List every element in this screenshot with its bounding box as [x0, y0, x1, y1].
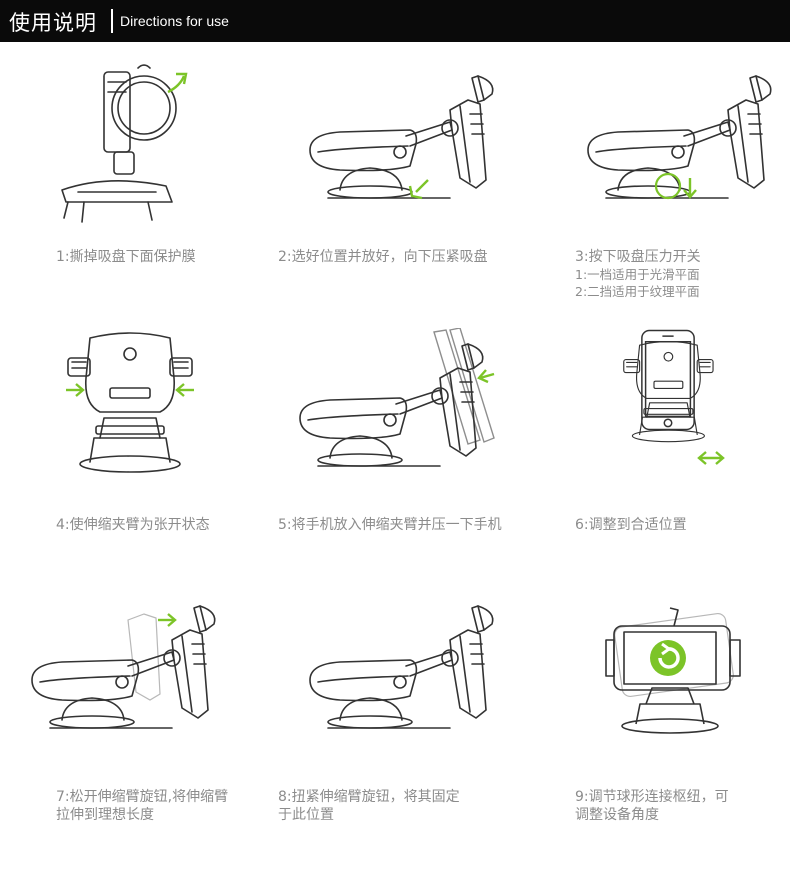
rotate-ball-joint-illustration [600, 600, 750, 740]
step-2-caption: 2:选好位置并放好，向下压紧吸盘 [278, 249, 488, 265]
step-3-sub-1: 1:一档适用于光滑平面 [575, 267, 700, 282]
step-3-sub-2: 2:二挡适用于纹理平面 [575, 284, 700, 299]
pressure-switch-illustration [578, 70, 778, 220]
step-1-caption: 1:撕掉吸盘下面保护膜 [56, 249, 196, 265]
step-5-caption: 5:将手机放入伸缩夹臂并压一下手机 [278, 517, 502, 533]
press-suction-illustration [300, 70, 500, 220]
step-7-caption: 7:松开伸缩臂旋钮,将伸缩臂 拉伸到理想长度 [56, 789, 229, 823]
tighten-knob-illustration [300, 600, 500, 750]
insert-phone-illustration [290, 328, 500, 488]
step-9-caption: 9:调节球形连接枢纽，可 调整设备角度 [575, 789, 729, 823]
step-6-caption: 6:调整到合适位置 [575, 517, 687, 533]
extend-arm-illustration [18, 600, 238, 750]
step-4-caption: 4:使伸缩夹臂为张开状态 [56, 517, 210, 533]
adjust-position-illustration [618, 326, 728, 486]
page-title: 使用说明 [9, 11, 97, 35]
open-clamp-illustration [60, 328, 200, 478]
step-8-caption: 8:扭紧伸缩臂旋钮，将其固定 于此位置 [278, 789, 460, 823]
page-subtitle: Directions for use [120, 13, 229, 29]
header-bar: 使用说明 Directions for use [0, 0, 790, 42]
peel-film-illustration [48, 62, 198, 232]
step-3-caption: 3:按下吸盘压力开关 1:一档适用于光滑平面 2:二挡适用于纹理平面 [575, 249, 701, 299]
title-divider [111, 9, 113, 33]
